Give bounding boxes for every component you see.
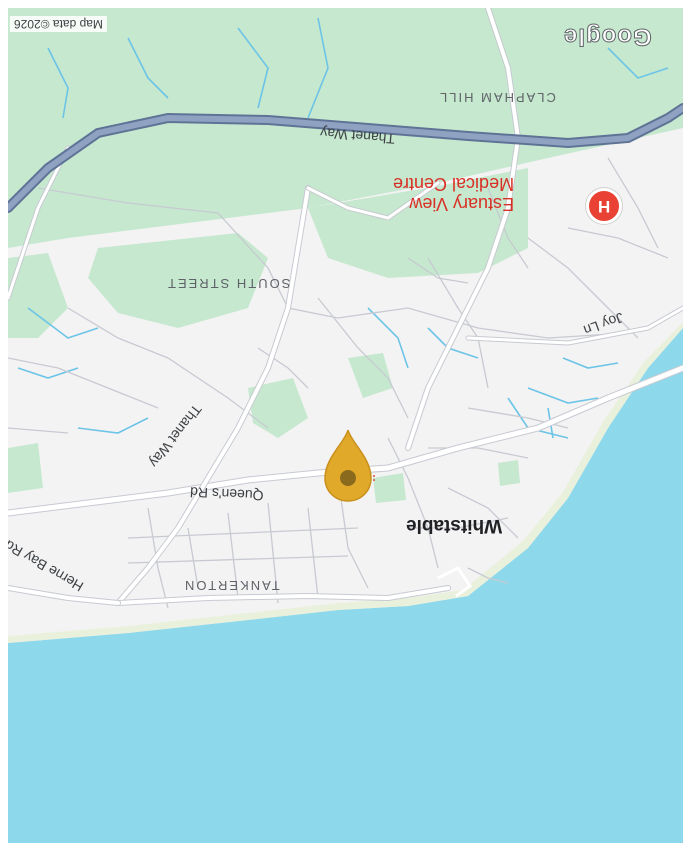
harbour (437, 566, 473, 598)
park-area-west (8, 253, 68, 338)
minor-roads (8, 157, 669, 609)
highway-thanet-way-inner (8, 105, 683, 211)
map-canvas[interactable] (8, 8, 683, 843)
map-pin-shadow-tick (373, 475, 375, 481)
park-area-town (248, 378, 308, 438)
park-area-east (308, 168, 528, 278)
poi-hospital-line1: Estuary View (409, 194, 515, 214)
poi-hospital-name[interactable]: Estuary View Medical Centre (393, 174, 514, 214)
label-south-street: SOUTH STREET (166, 276, 291, 291)
park-area-center (88, 233, 268, 328)
waterways (17, 17, 669, 439)
hospital-icon-letter: H (597, 197, 611, 216)
map-pin-dot (340, 470, 356, 486)
park-area-seafront (498, 460, 520, 486)
hospital-icon[interactable]: H (586, 188, 622, 224)
label-clapham-hill: CLAPHAM HILL (438, 90, 556, 105)
map-pin-body (324, 429, 372, 502)
park-area-town-2 (348, 353, 393, 398)
poi-hospital-line2: Medical Centre (393, 174, 515, 194)
label-tankerton: TANKERTON (183, 578, 280, 593)
sea-area (8, 328, 683, 843)
map-attribution[interactable]: Map data ©2026 (10, 16, 107, 32)
park-area-small (373, 473, 406, 503)
park-area-sw (8, 443, 43, 493)
google-logo: Google (563, 23, 653, 51)
map-pin-icon[interactable] (321, 428, 375, 504)
map-view[interactable]: Google Map data ©2026 CLAPHAM HILL Thane… (8, 8, 683, 843)
label-whitstable: Whitstable (406, 515, 503, 536)
